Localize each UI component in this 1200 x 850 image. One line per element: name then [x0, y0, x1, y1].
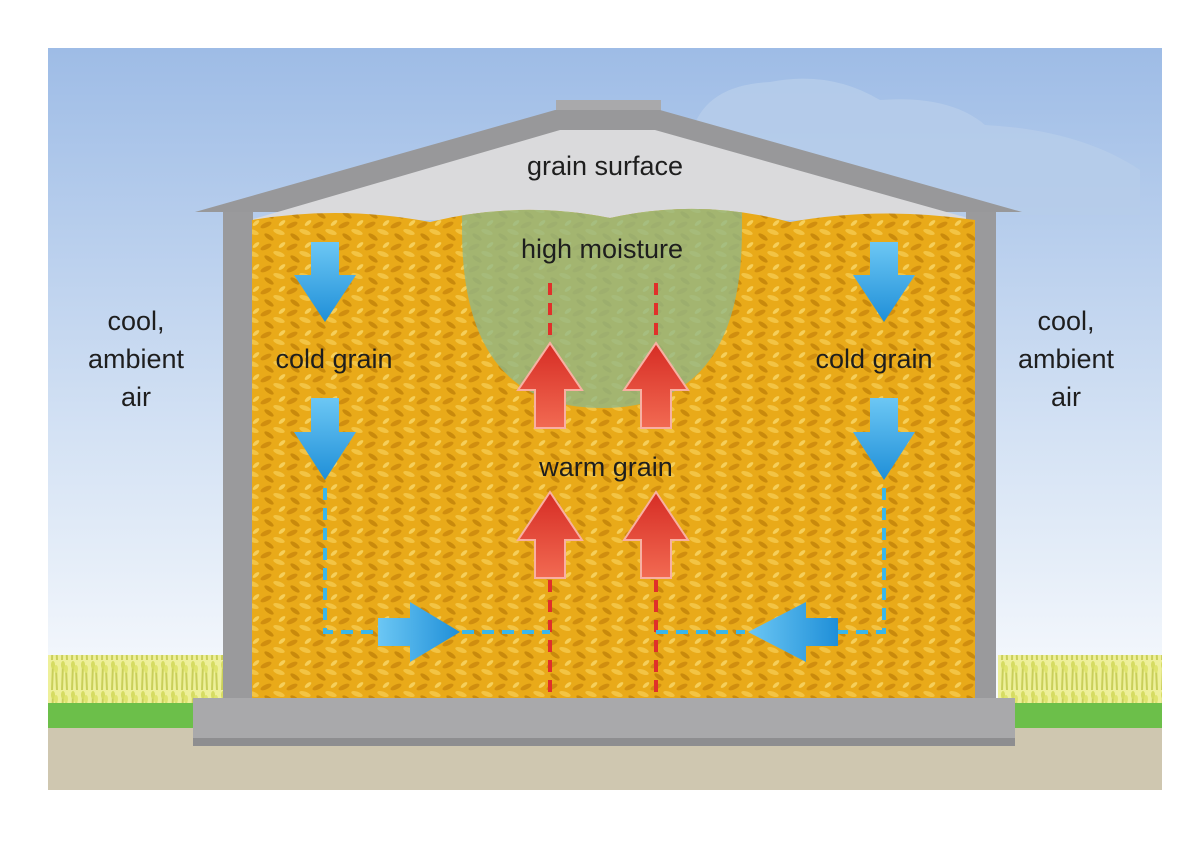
grass-left — [48, 700, 208, 728]
grass-right — [1000, 700, 1162, 728]
high-moisture-label: high moisture — [521, 234, 683, 264]
up-arrow-icon — [622, 490, 690, 579]
cold-grain-left-label: cold grain — [275, 344, 392, 374]
foundation-shadow — [193, 738, 1015, 746]
warm-flow-lines — [548, 283, 658, 698]
ambient-air-right-label: cool, ambient air — [1018, 306, 1115, 412]
left-arrow-icon — [748, 602, 838, 662]
wheat-field-left — [48, 655, 223, 703]
svg-text:cool,: cool, — [1037, 306, 1094, 336]
svg-text:air: air — [121, 382, 151, 412]
left-wall — [223, 212, 253, 702]
down-arrow-icon — [853, 398, 915, 480]
down-arrow-icon — [294, 242, 356, 322]
cold-grain-right-label: cold grain — [815, 344, 932, 374]
cold-flow-lines — [323, 488, 886, 634]
right-arrow-icon — [378, 602, 460, 662]
svg-text:cool,: cool, — [107, 306, 164, 336]
warm-grain-label: warm grain — [538, 452, 673, 482]
wheat-field-right — [998, 655, 1162, 703]
svg-text:ambient: ambient — [1018, 344, 1115, 374]
svg-text:air: air — [1051, 382, 1081, 412]
grain-surface-label: grain surface — [527, 151, 683, 181]
down-arrow-icon — [294, 398, 356, 480]
ambient-air-left-label: cool, ambient air — [88, 306, 185, 412]
svg-text:ambient: ambient — [88, 344, 185, 374]
up-arrow-icon — [516, 341, 584, 429]
roof-space — [250, 130, 975, 220]
down-arrow-icon — [853, 242, 915, 322]
up-arrow-icon — [516, 490, 584, 579]
moisture-zone — [462, 208, 742, 408]
up-arrow-icon — [622, 341, 690, 429]
